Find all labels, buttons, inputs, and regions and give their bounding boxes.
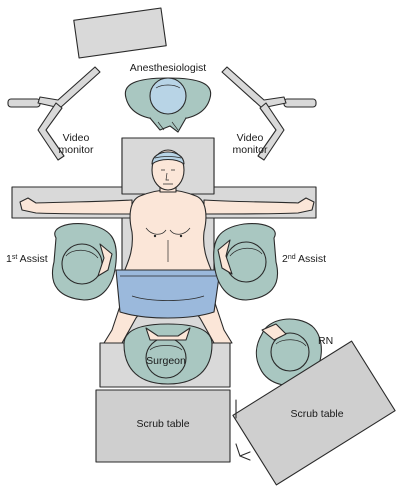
label-second-assist-number: 2 xyxy=(282,253,288,265)
label-second-assist-sup: nd xyxy=(287,254,296,261)
label-video-monitor-left: Video monitor xyxy=(56,132,96,156)
label-video-monitor-right-line2: monitor xyxy=(232,144,268,156)
label-first-assist-number: 1 xyxy=(6,253,12,265)
label-surgeon: Surgeon xyxy=(146,355,186,367)
label-first-assist: 1st Assist xyxy=(6,252,48,265)
label-scrub-table-right: Scrub table xyxy=(290,408,344,420)
label-scrub-table-left: Scrub table xyxy=(136,418,190,430)
label-first-assist-sup: st xyxy=(11,254,18,261)
second-assist-figure xyxy=(213,223,278,301)
patient xyxy=(19,149,315,344)
video-monitor-right xyxy=(221,66,317,161)
label-first-assist-text: Assist xyxy=(17,253,48,265)
rn-figure xyxy=(255,318,322,386)
anesthesiologist-figure xyxy=(124,77,212,133)
surgeon-figure xyxy=(123,323,213,385)
label-second-assist: 2nd Assist xyxy=(282,252,326,265)
label-rn: RN xyxy=(318,335,334,347)
first-assist-figure xyxy=(52,223,117,301)
label-video-monitor-right: Video monitor xyxy=(230,132,270,156)
video-monitor-left xyxy=(7,66,101,161)
label-video-monitor-left-line1: Video xyxy=(62,132,90,144)
scrub-table-left xyxy=(95,389,231,463)
label-video-monitor-left-line2: monitor xyxy=(58,144,94,156)
label-video-monitor-right-line1: Video xyxy=(236,132,264,144)
label-second-assist-text: Assist xyxy=(295,253,326,265)
label-anesthesiologist: Anesthesiologist xyxy=(129,62,207,74)
anesthesia-monitor xyxy=(73,7,167,59)
scrub-table-right xyxy=(232,340,396,486)
